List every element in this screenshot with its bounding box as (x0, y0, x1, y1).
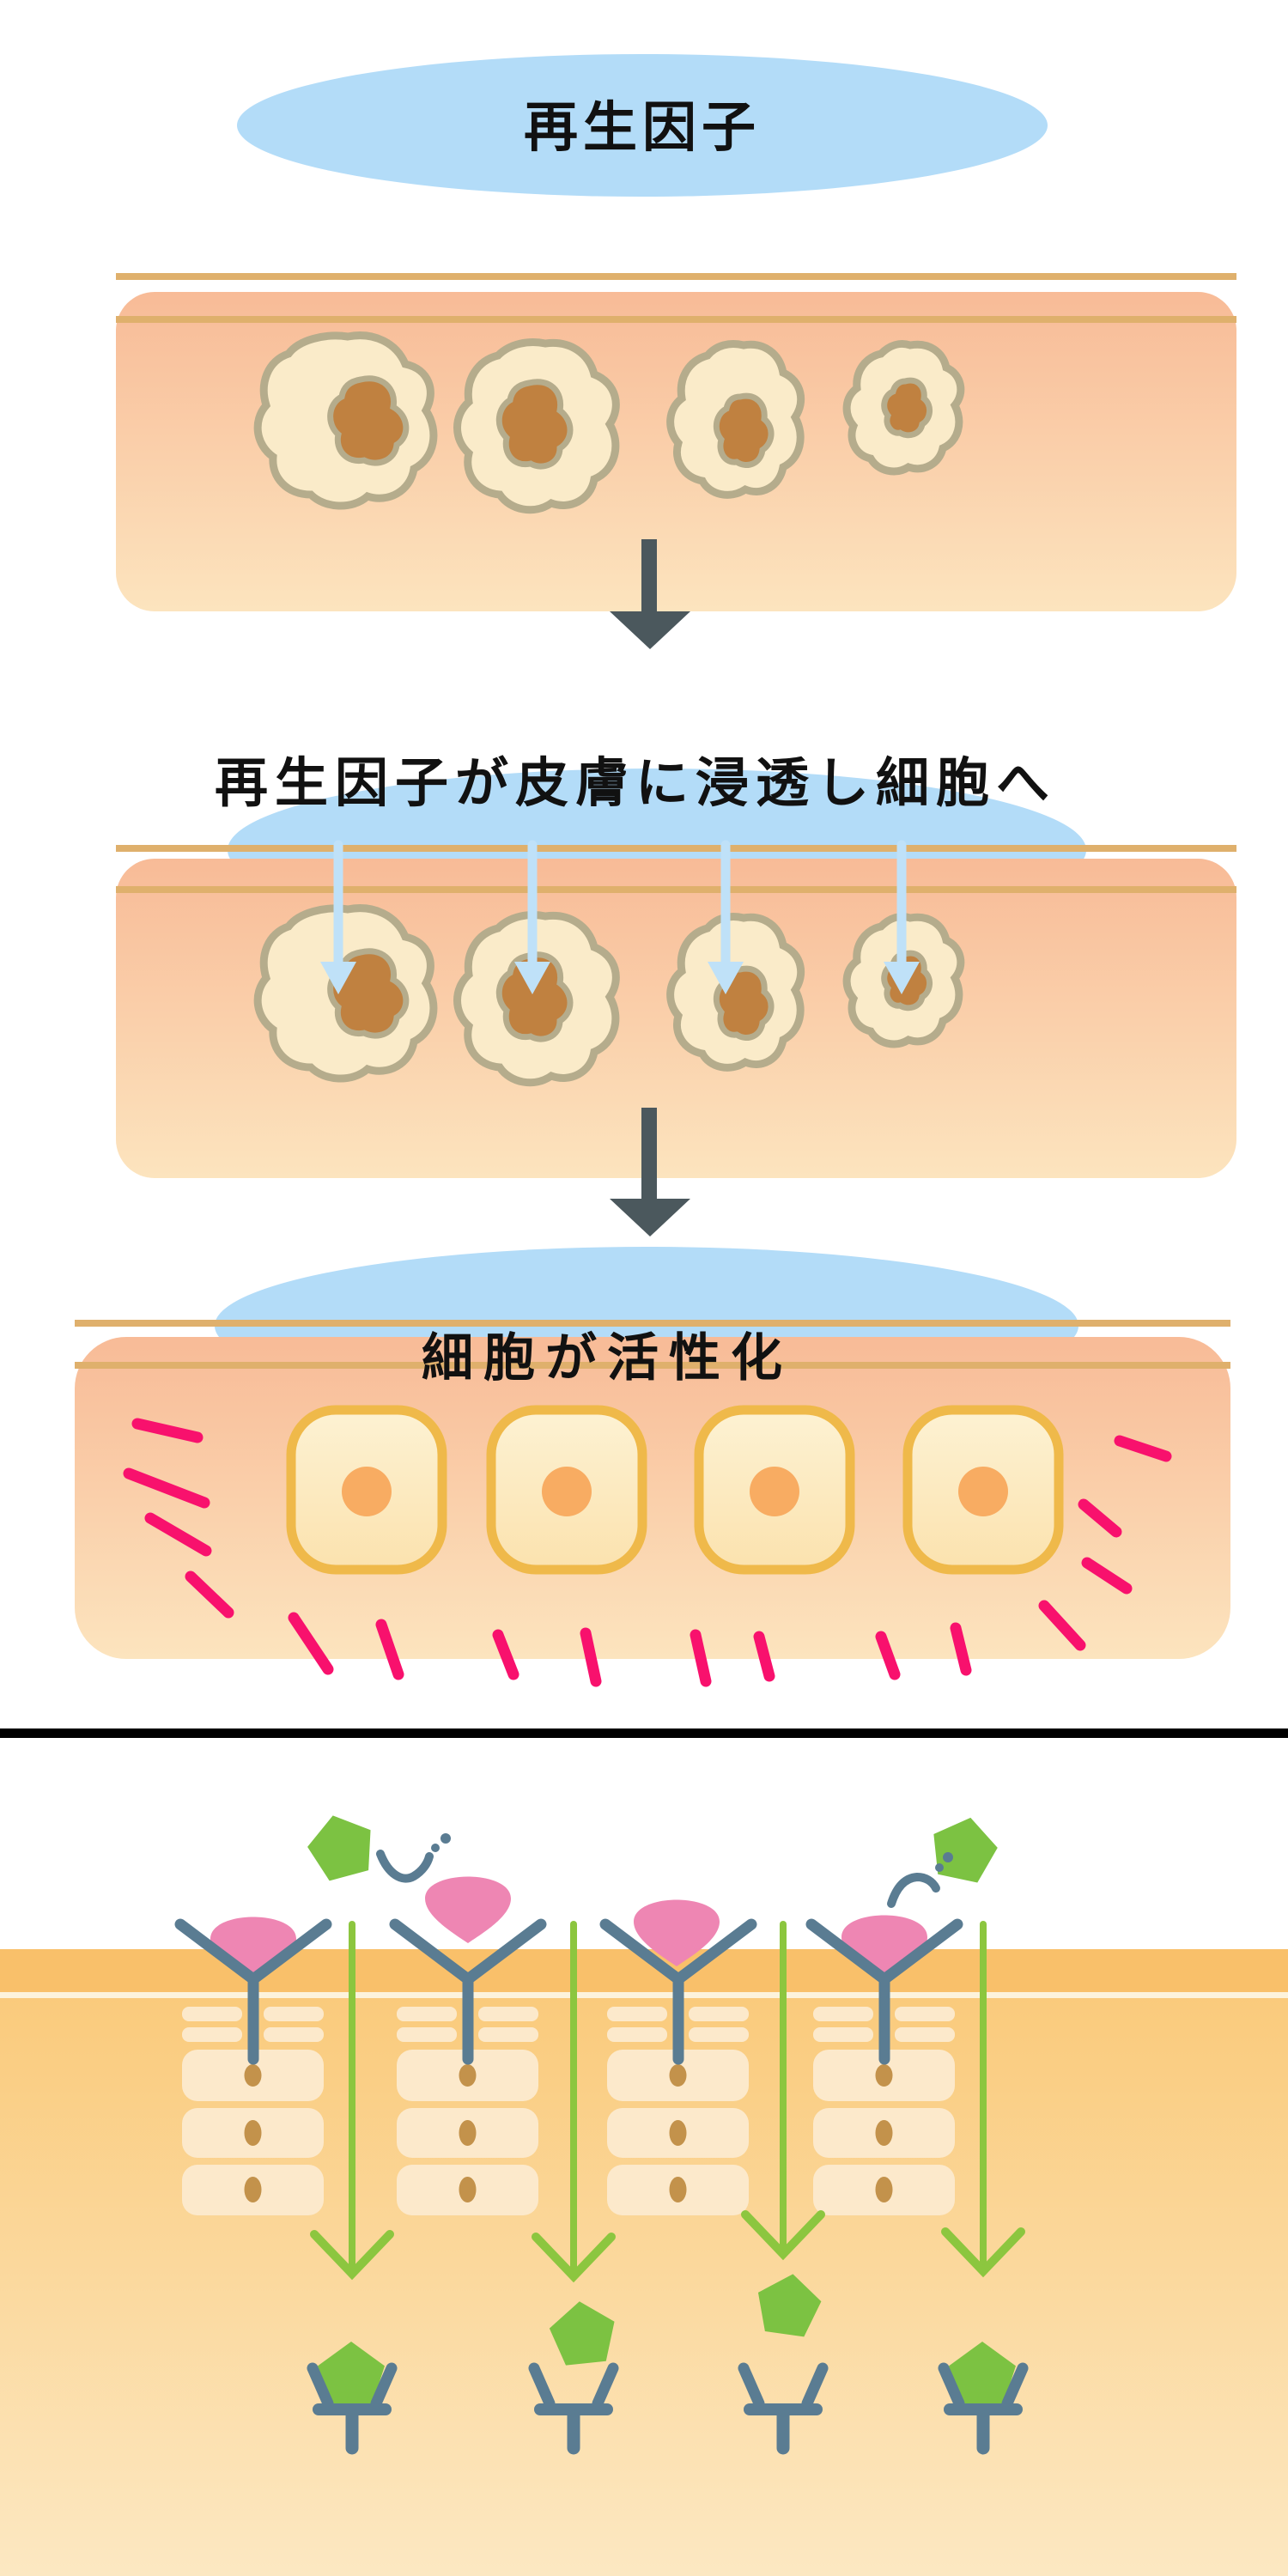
title-text: 再生因子 (524, 98, 761, 158)
down-arrow-icon (610, 611, 690, 649)
skin-inner-line-icon (75, 1362, 1230, 1369)
skin-inner-line-icon (116, 316, 1236, 323)
dermis-block (0, 1949, 1288, 2576)
penetration-arrow-icon (320, 962, 356, 994)
receptor-mechanism-panel (0, 1807, 1288, 2576)
penetration-arrow-icon (514, 962, 550, 994)
step-arrow-2 (610, 1108, 690, 1236)
penetration-arrow-icon (884, 962, 920, 994)
step1-serum: 再生因子 (237, 54, 1048, 197)
step2-penetration: 再生因子が皮膚に浸透し細胞へ (116, 754, 1236, 1178)
activated-nuclei (342, 1467, 1008, 1516)
penetration-arrow-icon (708, 962, 744, 994)
step3-activation: 細胞が活性化 (75, 1247, 1230, 1687)
skin-surface-line-icon (116, 273, 1236, 280)
growth-factor-pentagon-icon (926, 1810, 1003, 1886)
step-arrow-1 (610, 539, 690, 649)
skin-surface-line-icon (75, 1320, 1230, 1327)
binding-trajectories (376, 1833, 953, 1908)
regen-factor-bubble-icon (237, 54, 1048, 197)
penetration-arrows (320, 840, 920, 994)
step3-caption-text: 細胞が活性化 (422, 1329, 793, 1387)
section-divider (0, 1728, 1288, 1738)
growth-factor-pentagon-icon (301, 1807, 381, 1885)
activation-spark-lines (123, 1418, 1172, 1687)
dermis-surface-line-icon (0, 1992, 1288, 1998)
skin-surface-line-icon (116, 845, 1236, 852)
binding-arc-icon (376, 1850, 434, 1883)
step1-skin-layer (116, 273, 1236, 611)
ligand-teardrop-icon (425, 1876, 511, 1943)
skin-inner-line-icon (116, 886, 1236, 893)
binding-arc-icon (887, 1872, 940, 1908)
flow-arrows (349, 1921, 987, 2276)
step2-caption-text: 再生因子が皮膚に浸透し細胞へ (215, 754, 1056, 813)
down-arrow-icon (610, 1199, 690, 1236)
